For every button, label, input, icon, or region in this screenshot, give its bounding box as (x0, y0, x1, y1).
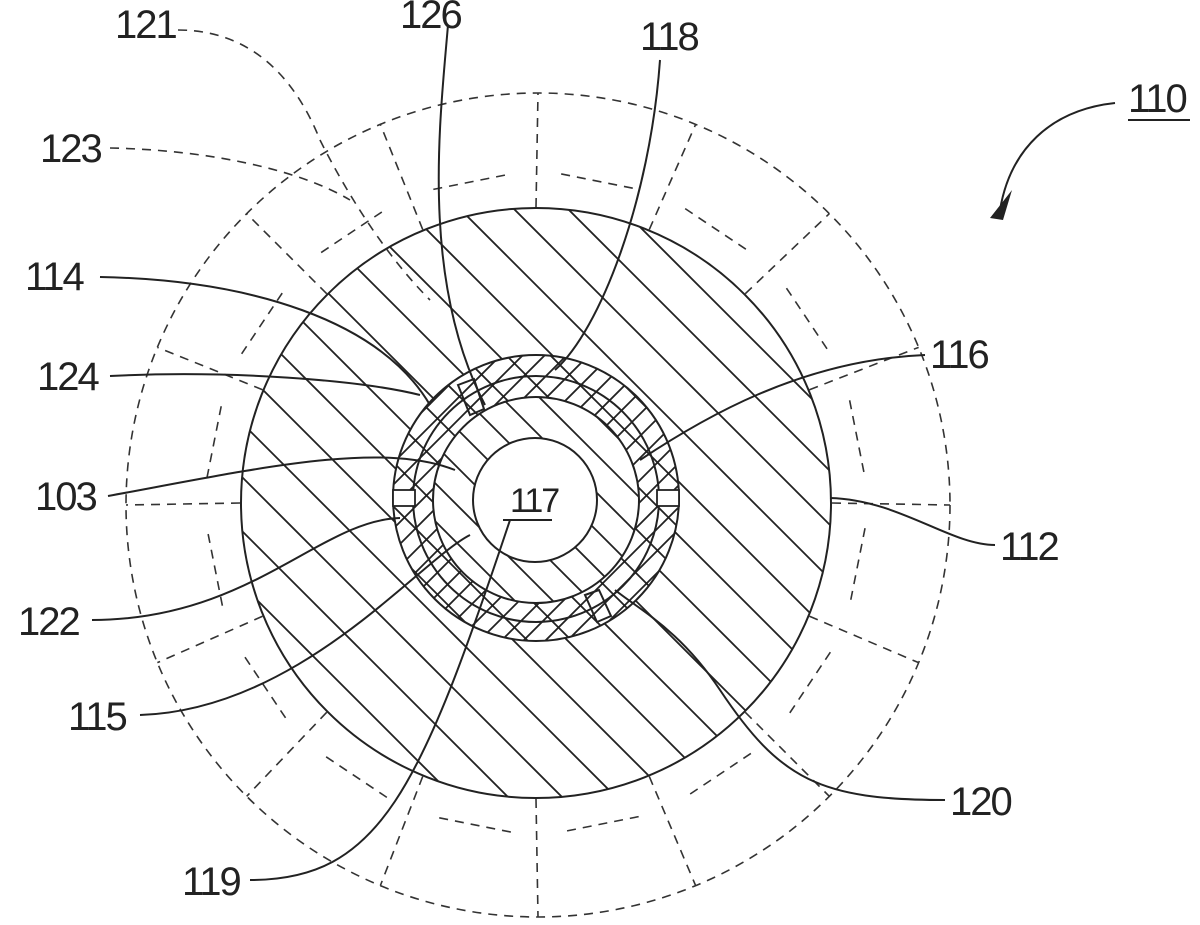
radial-ports (392, 377, 680, 624)
dashed-radial (648, 124, 697, 230)
hatch-line (393, 636, 398, 641)
dashed-radial (535, 798, 539, 918)
label-126: 126 (400, 0, 461, 37)
dashed-radial (809, 346, 919, 391)
hatch-line (393, 355, 415, 377)
label-121: 121 (115, 3, 176, 47)
hatch-line (393, 355, 503, 465)
dashed-segment (206, 400, 224, 478)
label-124: 124 (37, 355, 99, 399)
dashed-segment (240, 287, 287, 355)
hatch-line (575, 397, 639, 461)
dashed-segment (561, 173, 639, 191)
hatch-line (393, 548, 486, 641)
dashed-radial (744, 213, 830, 295)
label-103: 103 (35, 475, 96, 519)
hatch-line (511, 208, 831, 528)
dashed-radial (831, 502, 951, 506)
dashed-segment (320, 207, 388, 254)
hatch-line (619, 208, 831, 420)
hatch-line (460, 355, 679, 574)
hatch-line (673, 208, 831, 366)
label-120: 120 (950, 780, 1011, 824)
dashed-radial (535, 92, 539, 208)
hatch-line (241, 366, 673, 798)
dashed-radial (125, 502, 241, 506)
dashed-segment (684, 752, 752, 799)
dashed-segment (785, 287, 832, 355)
hatch-line (565, 208, 831, 474)
hatch-line (241, 744, 295, 798)
hatch-line (636, 355, 679, 398)
hatch-line (781, 208, 831, 258)
hatch-line (403, 208, 831, 636)
dashed-radial (246, 711, 328, 797)
label-112: 112 (1000, 525, 1059, 569)
hatch-line (393, 355, 525, 487)
hatch-line (727, 208, 831, 312)
label-122: 122 (18, 600, 79, 644)
label-116: 116 (930, 333, 989, 377)
dashed-segment (240, 651, 287, 719)
outer-dashed-boundary (125, 92, 951, 918)
dashed-segment (684, 207, 752, 254)
dashed-radial (379, 124, 424, 230)
hatch-line (457, 208, 831, 582)
dashed-segment (433, 173, 511, 191)
dashed-segment (785, 651, 832, 719)
dashed-segment (433, 815, 511, 833)
label-110: 110 (1128, 77, 1187, 121)
leader-lines (91, 24, 1116, 881)
label-118: 118 (640, 15, 699, 59)
dashed-radial (379, 776, 424, 886)
hatch-line (393, 355, 437, 399)
hatch-line (241, 582, 457, 798)
hatch-line (393, 416, 618, 641)
hatch-line (241, 420, 619, 798)
dashed-radial (648, 776, 697, 886)
dashed-segment (561, 815, 639, 833)
hatch-line (241, 474, 565, 798)
dashed-radial (157, 346, 263, 391)
dashed-radial (744, 711, 830, 797)
hatch-line (241, 690, 349, 798)
hatch-line (433, 517, 519, 603)
bore-label-117: 117 (503, 482, 561, 521)
dashed-segment (848, 528, 866, 606)
dashed-segment (206, 528, 224, 606)
dashed-radial (246, 213, 328, 295)
hatch-line (537, 397, 639, 499)
hatch-line (548, 355, 679, 486)
dashed-segment (320, 752, 388, 799)
dashed-radial (809, 615, 919, 664)
dashed-radial (157, 615, 263, 664)
label-123: 123 (40, 127, 101, 171)
label-119: 119 (182, 860, 241, 904)
hatch-line (241, 528, 511, 798)
reference-labels: 121 126 118 110 123 114 116 124 103 112 … (18, 0, 1190, 904)
hatch-line (543, 505, 679, 641)
svg-text:117: 117 (510, 482, 559, 520)
label-114: 114 (25, 255, 85, 299)
hatch-line (477, 439, 679, 641)
dashed-segment (848, 400, 866, 478)
label-115: 115 (68, 695, 127, 739)
hatch-line (433, 441, 595, 603)
